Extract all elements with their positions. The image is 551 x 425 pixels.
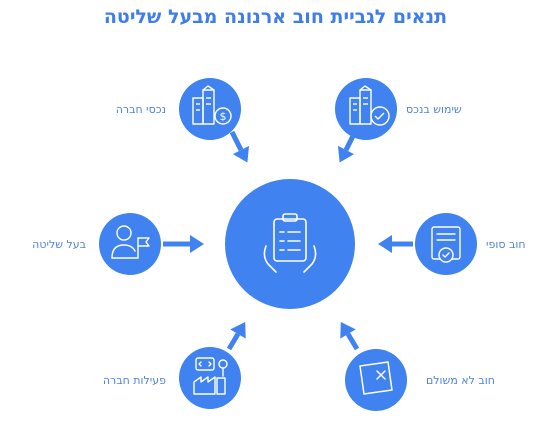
person-flag-icon	[111, 225, 150, 259]
node-company-activity	[179, 347, 241, 409]
arrow-unpaid-debt	[333, 317, 360, 351]
diagram-title: תנאים לגביית חוב ארנונה מבעל שליטה	[103, 6, 448, 28]
label-company-activity: פעילות חברה	[102, 374, 166, 387]
arrow-final-debt	[378, 235, 413, 253]
node-unpaid-debt	[345, 349, 407, 411]
arrow-company-assets	[229, 130, 256, 167]
factory-gears-icon	[193, 357, 228, 395]
arrow-bank-use	[331, 130, 358, 167]
label-controlling-owner: בעל שליטה	[32, 238, 86, 251]
node-bank-use	[335, 78, 397, 140]
certificate-check-icon	[431, 226, 461, 263]
label-final-debt: חוב סופי	[486, 238, 526, 251]
node-final-debt	[415, 213, 477, 275]
buildings-check-icon	[349, 85, 390, 126]
box-x-icon	[359, 361, 393, 395]
dollar-sign: $	[220, 110, 227, 123]
node-company-assets: $	[179, 78, 241, 140]
arrow-controlling-owner	[163, 235, 204, 253]
label-company-assets: נכסי חברה	[115, 103, 166, 116]
node-controlling-owner	[99, 213, 161, 275]
arrow-company-activity	[226, 317, 253, 351]
center-node	[225, 179, 355, 309]
label-unpaid-debt: חוב לא משולם	[426, 374, 495, 387]
buildings-dollar-icon	[192, 85, 232, 125]
clipboard-checklist-icon	[263, 213, 317, 273]
label-bank-use: שימוש בנכס	[406, 103, 462, 116]
